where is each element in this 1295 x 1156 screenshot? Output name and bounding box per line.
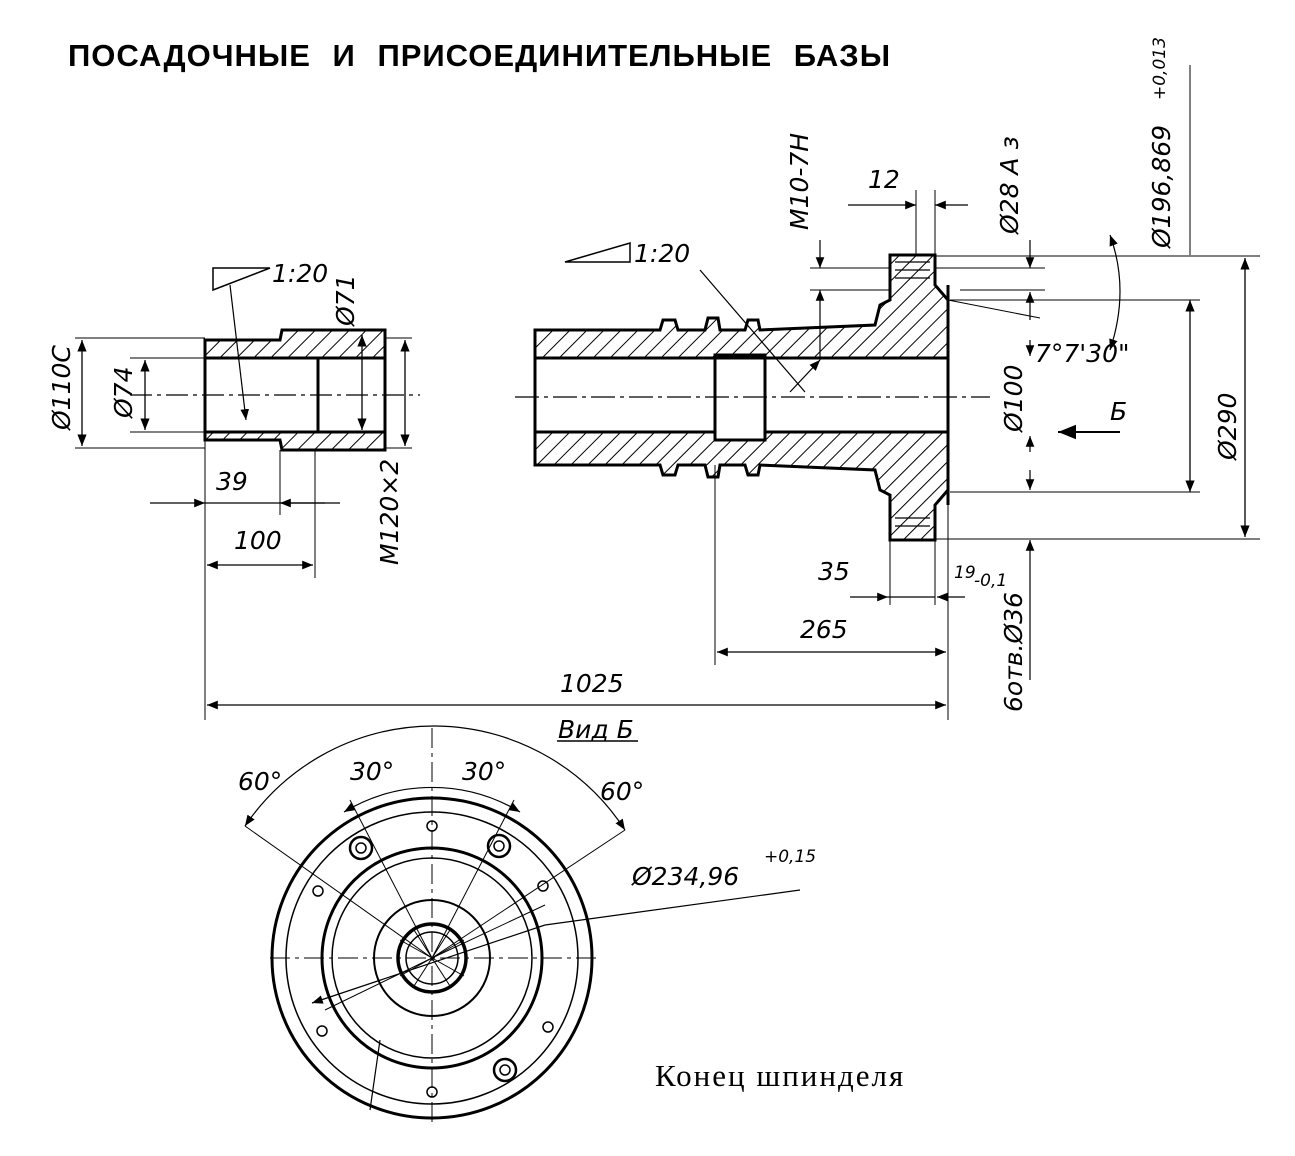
angle-30-left: 30° [350,757,394,786]
dim-angle: 7°7'30" [1035,339,1130,368]
dim-taper-spindle: 1:20 [634,239,690,268]
sleeve-upper-wall [203,328,387,360]
dim-d100: Ø100 [999,365,1028,433]
view-label: Вид Б [558,715,634,744]
dim-35: 35 [818,557,850,586]
dim-d71: Ø71 [331,275,360,328]
dim-d290: Ø290 [1213,393,1242,461]
spindle-lower-wall [533,430,950,542]
dim-holes: 6отв.Ø36 [999,592,1028,712]
dim-19-tol: -0,1 [974,571,1007,591]
dim-12: 12 [868,165,900,194]
drawing-title: ПОСАДОЧНЫЕ И ПРИСОЕДИНИТЕЛЬНЫЕ БАЗЫ [68,38,892,73]
dim-d234-tol: +0,15 [764,847,816,867]
dim-d28: Ø28 А з [995,136,1024,235]
end-view [244,725,801,1125]
dim-39: 39 [216,467,248,496]
dim-19: 19 [954,563,976,583]
dim-taper-left: 1:20 [272,259,328,288]
dim-1025: 1025 [560,669,624,698]
dim-m120: М120×2 [375,459,404,565]
dim-d196-tol: +0,013 [1150,37,1170,100]
dim-265: 265 [800,615,848,644]
dim-m10: М10-7Н [785,133,814,230]
dim-d196: Ø196,869 [1147,125,1176,249]
spindle-upper-wall [533,253,950,360]
dim-100: 100 [234,526,282,555]
sleeve-section [75,267,420,720]
dim-d74: Ø74 [109,367,138,420]
sleeve-lower-wall [203,430,387,452]
drawing-caption: Конец шпинделя [655,1058,906,1093]
angle-60-left: 60° [238,767,282,796]
angle-30-right: 30° [462,757,506,786]
spindle-section [207,65,1260,720]
dim-d110: Ø110С [47,345,76,431]
dim-d234: Ø234,96 [631,862,739,891]
view-arrow-label: Б [1110,397,1127,426]
angle-60-right: 60° [600,777,644,806]
